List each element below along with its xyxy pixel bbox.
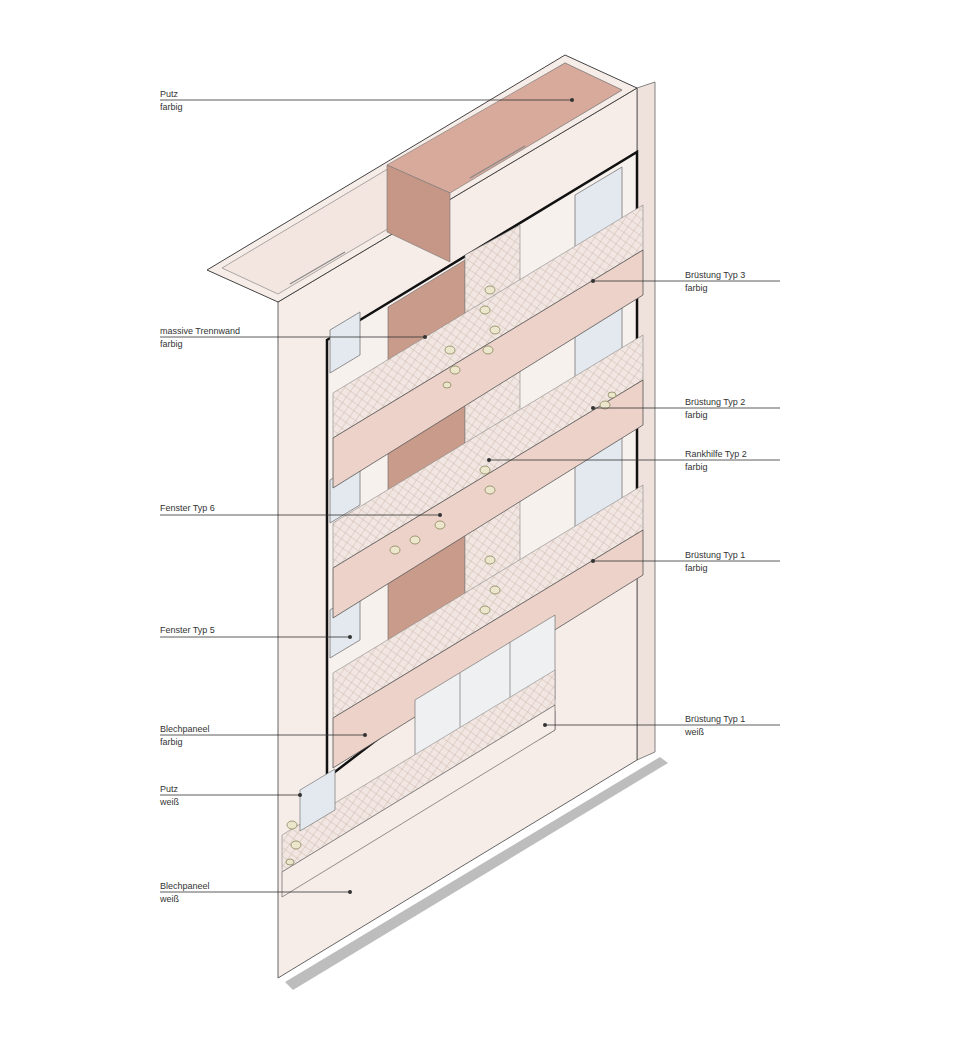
callout-label: Putz bbox=[160, 784, 178, 794]
callout-label: Rankhilfe Typ 2 bbox=[685, 449, 747, 459]
callout-label: farbig bbox=[160, 737, 183, 747]
callout-label: Brüstung Typ 2 bbox=[685, 397, 745, 407]
callout-label: massive Trennwand bbox=[160, 326, 240, 336]
callout-label: weiß bbox=[685, 727, 704, 737]
callout-label: Putz bbox=[160, 89, 178, 99]
callout-label: Blechpaneel bbox=[160, 724, 210, 734]
callout-label: weiß bbox=[160, 797, 179, 807]
callout-label: Brüstung Typ 1 bbox=[685, 714, 745, 724]
callout-label: farbig bbox=[685, 283, 708, 293]
callout-label: Blechpaneel bbox=[160, 881, 210, 891]
callout-label: weiß bbox=[160, 894, 179, 904]
callout-label: farbig bbox=[160, 102, 183, 112]
callout-label: farbig bbox=[685, 410, 708, 420]
callout-label: farbig bbox=[685, 462, 708, 472]
callout-label: Fenster Typ 6 bbox=[160, 503, 215, 513]
callout-label: farbig bbox=[685, 563, 708, 573]
callout-label: Brüstung Typ 3 bbox=[685, 270, 745, 280]
callout-label: Fenster Typ 5 bbox=[160, 625, 215, 635]
callout-label: farbig bbox=[160, 339, 183, 349]
callout-label: Brüstung Typ 1 bbox=[685, 550, 745, 560]
